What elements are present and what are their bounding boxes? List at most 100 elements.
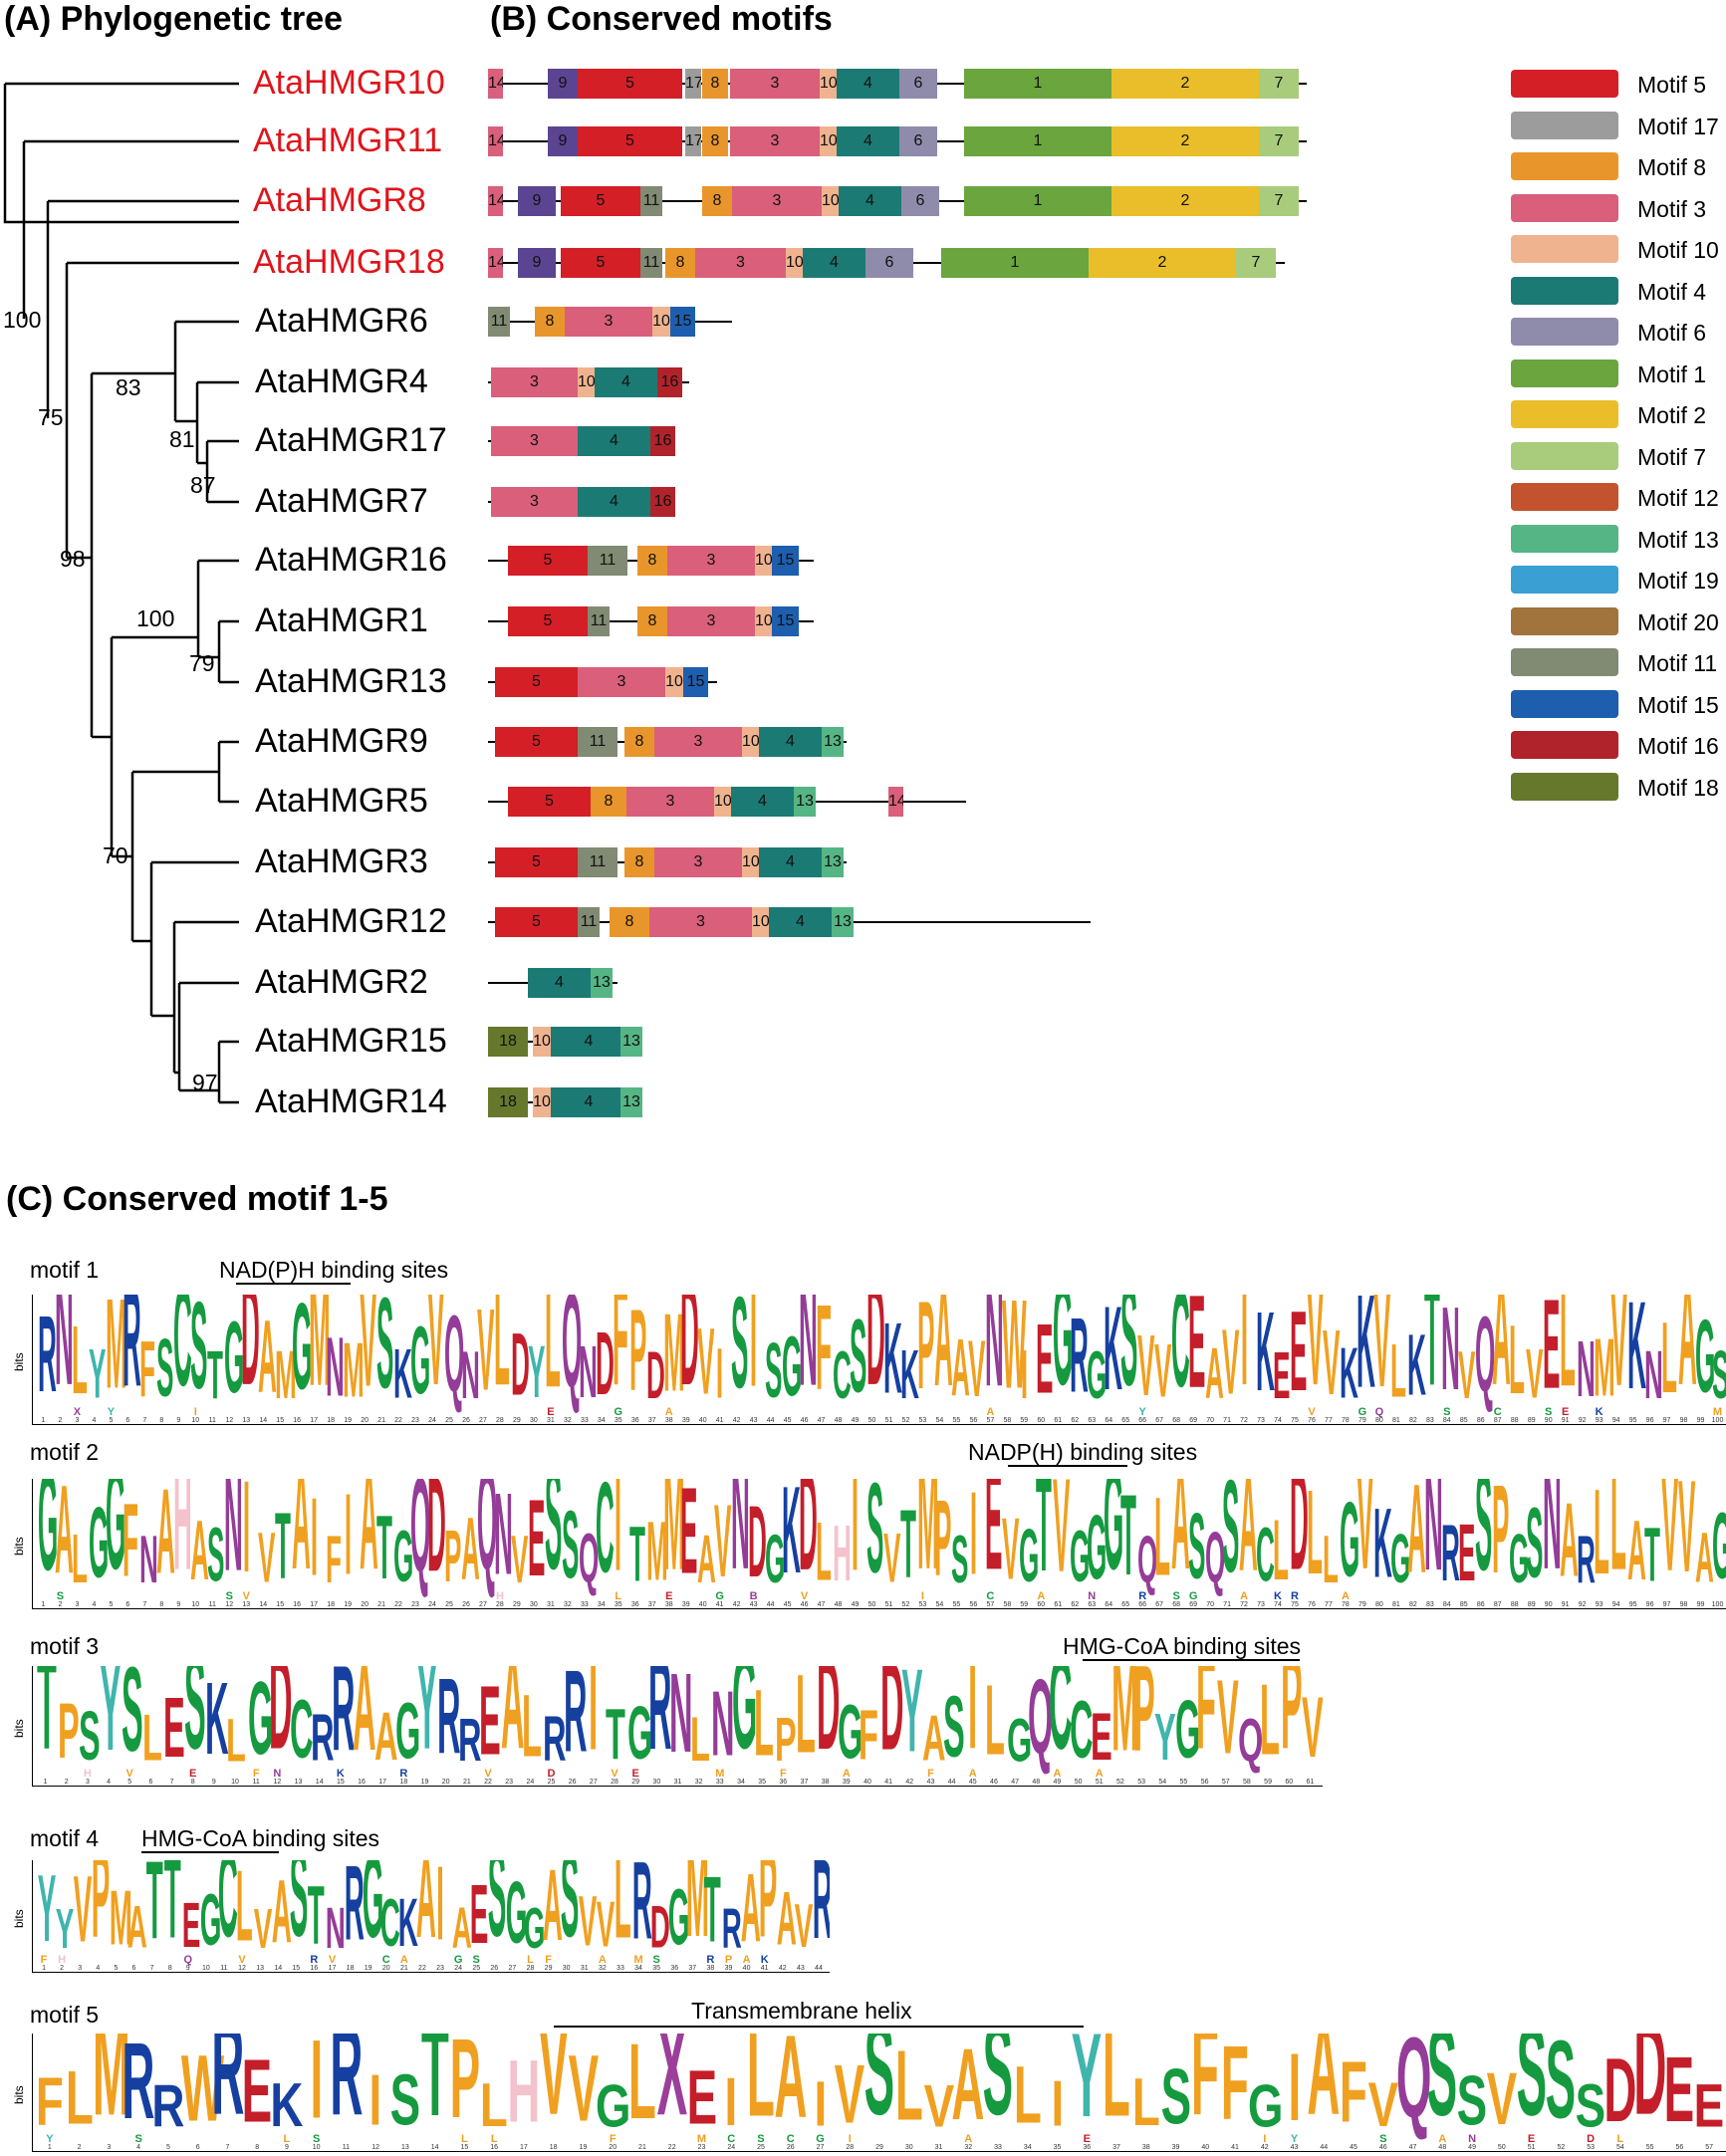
logo-letter: C <box>289 1684 314 1777</box>
position-tick: 11 <box>208 1601 216 1608</box>
position-tick: 28 <box>496 1601 504 1608</box>
logo-letter: P <box>774 1706 797 1776</box>
position-tick: 7 <box>225 2144 230 2151</box>
legend-label: Motif 1 <box>1637 360 1707 387</box>
logo-minor-letter: A <box>598 1954 607 1966</box>
logo-letter: G <box>506 1865 528 1963</box>
logo-letter: T <box>163 1860 181 1964</box>
position-tick: 13 <box>294 1779 303 1786</box>
motif-box: 9 <box>548 126 578 156</box>
logo-letter: A <box>1677 1295 1697 1418</box>
logo-minor-letter: Q <box>1374 1406 1384 1418</box>
logo-letter: F <box>35 2064 64 2141</box>
logo-letter: N <box>731 1479 750 1602</box>
position-tick: 50 <box>867 1417 876 1424</box>
logo-letter: N <box>54 1295 74 1418</box>
position-tick: 59 <box>1020 1417 1029 1424</box>
position-tick: 8 <box>255 2144 260 2151</box>
logo-letter: S <box>189 1295 208 1417</box>
position-tick: 100 <box>1711 1601 1724 1608</box>
logo-letter: D <box>680 1295 700 1418</box>
position-tick: 78 <box>1342 1601 1350 1608</box>
logo-letter: C <box>596 1479 616 1601</box>
logo-letter: R <box>564 1666 588 1778</box>
position-tick: 95 <box>1628 1417 1637 1424</box>
logo-letter: C <box>379 1887 400 1962</box>
logo-letter: T <box>375 1499 392 1599</box>
logo-letter: D <box>649 1895 670 1961</box>
logo-letter: R <box>458 1707 482 1776</box>
position-tick: 54 <box>935 1601 944 1608</box>
logo-minor-letter: V <box>484 1768 492 1780</box>
motif-box: 13 <box>620 1087 642 1117</box>
logo-minor-letter: K <box>1274 1590 1282 1602</box>
position-tick: 48 <box>834 1417 843 1424</box>
position-tick: 34 <box>634 1965 642 1972</box>
position-tick: 29 <box>513 1601 521 1608</box>
position-tick: 7 <box>149 1965 154 1972</box>
position-tick: 95 <box>1628 1601 1637 1608</box>
logo-letter: G <box>199 1881 222 1962</box>
position-tick: 34 <box>597 1601 606 1608</box>
logo-minor-letter: M <box>633 1954 643 1966</box>
logo-letter: A <box>933 1295 953 1418</box>
logo-letter: V <box>426 1295 444 1418</box>
logo-letter: F <box>816 1295 832 1417</box>
logo-letter: L <box>71 1308 88 1415</box>
position-tick: 4 <box>92 1417 97 1424</box>
logo-letter: I <box>851 1479 860 1602</box>
motif-box: 13 <box>591 968 613 998</box>
motif-box: 5 <box>508 606 588 636</box>
logo-letter: F <box>1340 2045 1368 2142</box>
logo-letter: G <box>1086 1498 1108 1599</box>
position-tick: 30 <box>652 1779 661 1786</box>
panel-c-title: (C) Conserved motif 1-5 <box>6 1180 388 1218</box>
logo-letter: S <box>1456 2062 1488 2141</box>
logo-letter: K <box>1340 1333 1359 1414</box>
position-tick: 80 <box>1374 1601 1383 1608</box>
motif-box: 2 <box>1111 69 1259 99</box>
gene-label: AtaHMGR7 <box>255 482 428 520</box>
motif-box: 11 <box>588 606 610 636</box>
position-tick: 35 <box>614 1417 622 1424</box>
logo-letter: Q <box>1136 1524 1157 1598</box>
motif-box: 3 <box>491 426 578 456</box>
position-tick: 16 <box>310 1965 319 1972</box>
logo-letter: P <box>1280 1666 1303 1779</box>
position-tick: 85 <box>1459 1417 1468 1424</box>
position-tick: 72 <box>1240 1417 1248 1424</box>
position-tick: 85 <box>1459 1601 1468 1608</box>
logo-letter: Y <box>37 1860 57 1963</box>
logo-letter: T <box>1424 1295 1441 1418</box>
logo-letter: I <box>369 2060 382 2141</box>
position-tick: 24 <box>526 1779 535 1786</box>
position-tick: 72 <box>1240 1601 1248 1608</box>
logo-minor-letter: G <box>816 2133 825 2145</box>
position-tick: 24 <box>454 1965 463 1972</box>
gene-label: AtaHMGR12 <box>255 902 447 940</box>
position-tick: 7 <box>142 1417 147 1424</box>
motif-box: 10 <box>742 847 759 877</box>
position-tick: 86 <box>1476 1417 1485 1424</box>
logo-letter: X <box>656 2034 687 2144</box>
logo-letter: L <box>235 1860 253 1964</box>
logo-letter: A <box>951 2034 985 2143</box>
position-tick: 27 <box>508 1965 517 1972</box>
position-tick: 100 <box>1711 1417 1724 1424</box>
motif-box: 10 <box>820 126 837 156</box>
logo-minor-letter: M <box>696 2133 707 2145</box>
position-tick: 30 <box>562 1965 571 1972</box>
logo-letter: S <box>1427 2034 1458 2144</box>
logo-letter: K <box>899 1337 919 1414</box>
position-tick: 30 <box>529 1601 538 1608</box>
panel-b-title: (B) Conserved motifs <box>490 0 833 38</box>
logo-letter: C <box>217 1860 238 1965</box>
gene-label: AtaHMGR9 <box>255 722 428 760</box>
position-tick: 56 <box>1200 1779 1209 1786</box>
position-tick: 37 <box>647 1601 656 1608</box>
logo-letter: E <box>1458 1509 1476 1599</box>
logo-letter: A <box>1407 1479 1427 1601</box>
logo-letter: D <box>596 1316 616 1415</box>
position-tick: 40 <box>698 1601 707 1608</box>
